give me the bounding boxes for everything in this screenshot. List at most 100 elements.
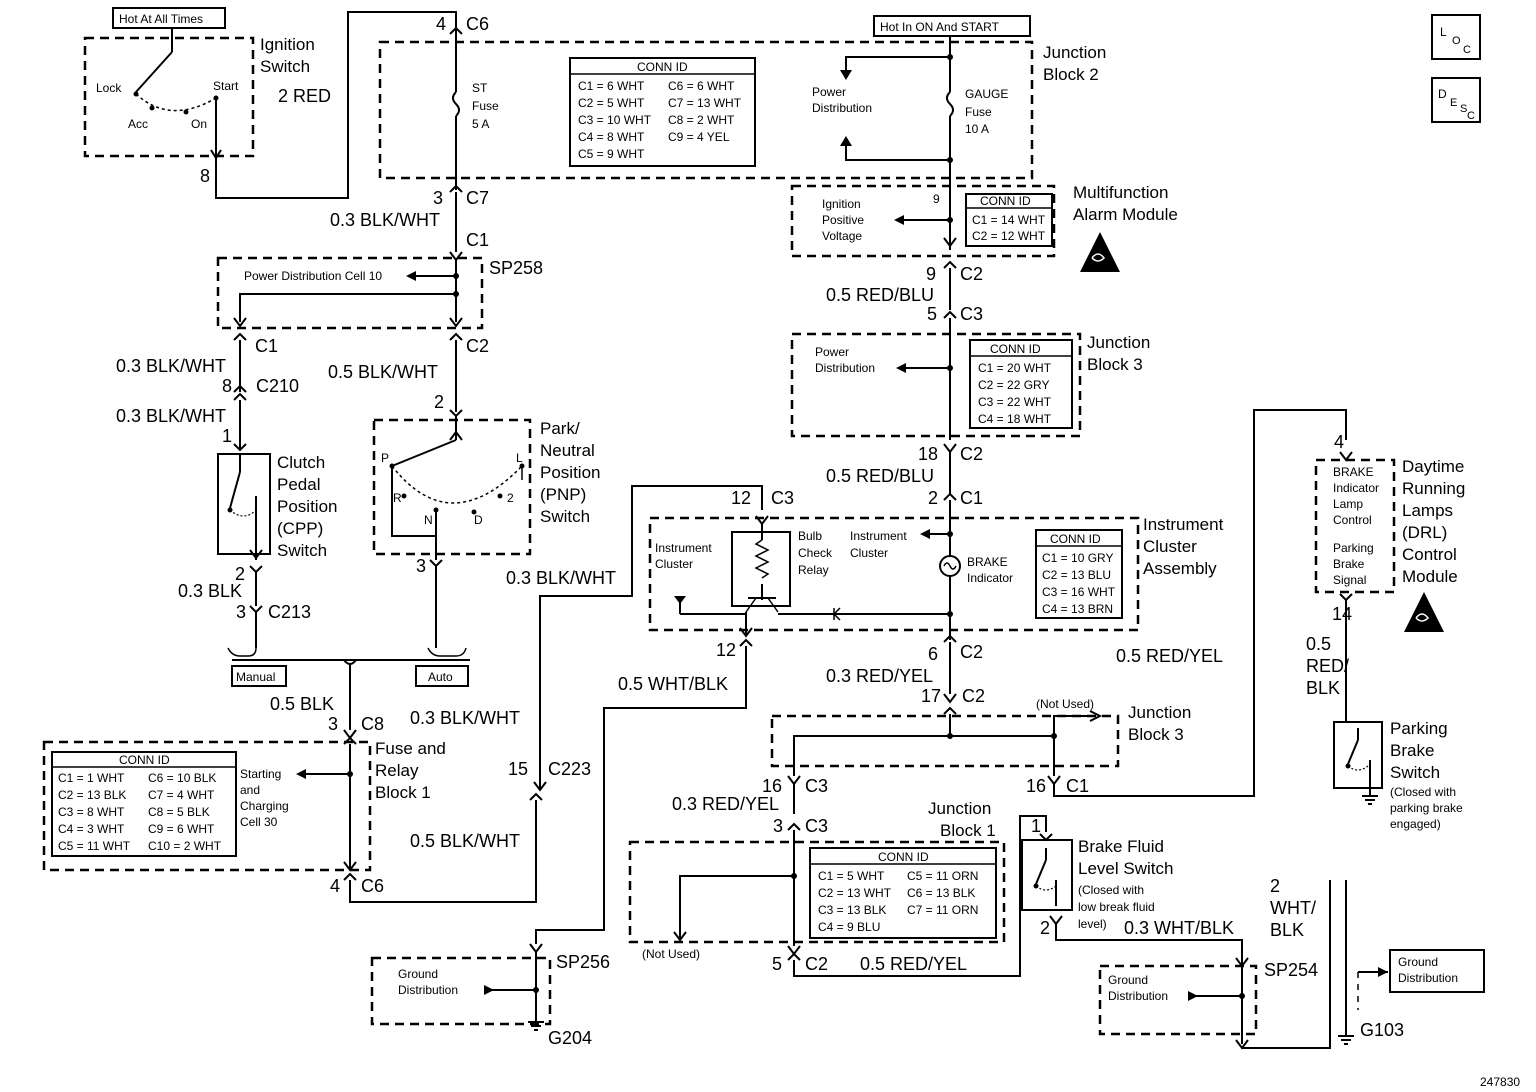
svg-text:C2: C2 — [960, 444, 983, 464]
svg-text:Bulb: Bulb — [798, 529, 822, 543]
svg-text:Voltage: Voltage — [822, 229, 862, 243]
svg-text:BRAKE: BRAKE — [1333, 465, 1374, 479]
junction-block-3-lower-title: Junction — [1128, 703, 1191, 722]
svg-text:C3: C3 — [960, 304, 983, 324]
svg-text:Lock: Lock — [96, 81, 122, 95]
jb1-conn-id-table: CONN ID C1 = 5 WHT C2 = 13 WHT C3 = 13 B… — [809, 847, 997, 939]
svg-text:(Closed with: (Closed with — [1078, 883, 1144, 897]
svg-text:Hot In ON And START: Hot In ON And START — [880, 20, 1000, 34]
svg-text:C9 = 6 WHT: C9 = 6 WHT — [148, 822, 215, 836]
svg-text:6: 6 — [928, 644, 938, 664]
svg-text:5: 5 — [927, 304, 937, 324]
svg-text:C3 = 10 WHT: C3 = 10 WHT — [578, 113, 652, 127]
ground-distribution-g103-box — [1389, 949, 1485, 993]
svg-text:C3 = 13 BLK: C3 = 13 BLK — [818, 903, 886, 917]
svg-text:Start: Start — [213, 79, 239, 93]
svg-text:Acc: Acc — [128, 117, 148, 131]
splice-sp258-box — [216, 256, 484, 330]
svg-text:CONN ID: CONN ID — [1050, 532, 1101, 546]
svg-text:2: 2 — [1270, 876, 1280, 896]
svg-text:8: 8 — [200, 166, 210, 186]
svg-text:C2: C2 — [960, 264, 983, 284]
svg-text:ST: ST — [472, 81, 488, 95]
svg-text:C4 = 3 WHT: C4 = 3 WHT — [58, 822, 125, 836]
svg-text:On: On — [191, 117, 207, 131]
instrument-cluster-title: Instrument — [1143, 515, 1224, 534]
svg-text:Distribution: Distribution — [398, 983, 458, 997]
svg-text:Indicator: Indicator — [967, 571, 1013, 585]
svg-text:2: 2 — [507, 491, 514, 505]
svg-text:(CPP): (CPP) — [277, 519, 323, 538]
svg-text:Brake: Brake — [1390, 741, 1434, 760]
svg-text:Control: Control — [1402, 545, 1457, 564]
svg-text:C1: C1 — [466, 230, 489, 250]
svg-text:0.3 BLK/WHT: 0.3 BLK/WHT — [506, 568, 616, 588]
junction-block-1-box — [628, 840, 1006, 944]
diagram-id: 247830 — [1480, 1075, 1520, 1089]
svg-text:CONN ID: CONN ID — [990, 342, 1041, 356]
svg-text:Level Switch: Level Switch — [1078, 859, 1173, 878]
svg-text:C213: C213 — [268, 602, 311, 622]
svg-text:C7 = 4 WHT: C7 = 4 WHT — [148, 788, 215, 802]
svg-text:Indicator: Indicator — [1333, 481, 1379, 495]
svg-text:Brake: Brake — [1333, 557, 1365, 571]
svg-text:C7 = 11 ORN: C7 = 11 ORN — [907, 903, 978, 917]
svg-text:1: 1 — [222, 426, 232, 446]
fuse-relay-block-1-title: Fuse and — [375, 739, 446, 758]
svg-text:RED/: RED/ — [1306, 656, 1349, 676]
svg-text:Manual: Manual — [236, 670, 275, 684]
svg-text:C8 = 2 WHT: C8 = 2 WHT — [668, 113, 735, 127]
svg-text:Block 2: Block 2 — [1043, 65, 1099, 84]
svg-text:C3: C3 — [771, 488, 794, 508]
ground-g103-label: G103 — [1360, 1020, 1404, 1040]
svg-text:Power: Power — [812, 85, 846, 99]
svg-text:C2 = 12 WHT: C2 = 12 WHT — [972, 229, 1046, 243]
brake-fluid-level-switch-title: Brake Fluid — [1078, 837, 1164, 856]
svg-text:2: 2 — [1040, 918, 1050, 938]
location-icon[interactable]: LOC — [1431, 14, 1481, 60]
svg-text:Power Distribution Cell 10: Power Distribution Cell 10 — [244, 269, 382, 283]
svg-text:Parking: Parking — [1333, 541, 1374, 555]
svg-text:0.5 RED/BLU: 0.5 RED/BLU — [826, 466, 934, 486]
svg-text:C1 = 20 WHT: C1 = 20 WHT — [978, 361, 1052, 375]
svg-text:Alarm Module: Alarm Module — [1073, 205, 1178, 224]
svg-text:5 A: 5 A — [472, 117, 489, 131]
svg-text:C2 = 13 WHT: C2 = 13 WHT — [818, 886, 892, 900]
svg-text:and: and — [240, 783, 260, 797]
svg-text:C4 = 18 WHT: C4 = 18 WHT — [978, 412, 1052, 426]
svg-text:0.5 BLK/WHT: 0.5 BLK/WHT — [328, 362, 438, 382]
svg-text:3: 3 — [773, 816, 783, 836]
svg-text:C3 = 22 WHT: C3 = 22 WHT — [978, 395, 1052, 409]
svg-text:C1 = 14 WHT: C1 = 14 WHT — [972, 213, 1046, 227]
svg-text:0.3 BLK/WHT: 0.3 BLK/WHT — [410, 708, 520, 728]
frb1-conn-id-table: CONN ID C1 = 1 WHT C2 = 13 BLK C3 = 8 WH… — [51, 751, 237, 857]
bulb-check-relay — [731, 524, 791, 613]
brake-fluid-level-switch — [1021, 839, 1073, 911]
drl-control-module-title: Daytime — [1402, 457, 1464, 476]
svg-text:Distribution: Distribution — [812, 101, 872, 115]
svg-text:C223: C223 — [548, 759, 591, 779]
svg-text:(DRL): (DRL) — [1402, 523, 1447, 542]
svg-text:C210: C210 — [256, 376, 299, 396]
svg-text:C1 = 10 GRY: C1 = 10 GRY — [1042, 551, 1113, 565]
svg-text:GAUGE: GAUGE — [965, 87, 1008, 101]
svg-text:D: D — [474, 513, 483, 527]
svg-text:L: L — [1440, 25, 1447, 39]
svg-text:low break fluid: low break fluid — [1078, 900, 1155, 914]
svg-text:C2 = 13 BLK: C2 = 13 BLK — [58, 788, 126, 802]
svg-text:16: 16 — [1026, 776, 1046, 796]
diode-icon — [832, 607, 841, 621]
svg-text:Switch: Switch — [1390, 763, 1440, 782]
svg-text:CONN ID: CONN ID — [878, 850, 929, 864]
svg-text:Cell 30: Cell 30 — [240, 815, 278, 829]
svg-text:Instrument: Instrument — [850, 529, 907, 543]
ground-icon — [1338, 1030, 1354, 1045]
svg-text:C2 = 5 WHT: C2 = 5 WHT — [578, 96, 645, 110]
svg-text:Ground: Ground — [1398, 955, 1438, 969]
svg-text:14: 14 — [1332, 604, 1352, 624]
svg-text:0.3 BLK: 0.3 BLK — [178, 581, 242, 601]
svg-text:R: R — [393, 491, 402, 505]
svg-text:Cluster: Cluster — [1143, 537, 1197, 556]
